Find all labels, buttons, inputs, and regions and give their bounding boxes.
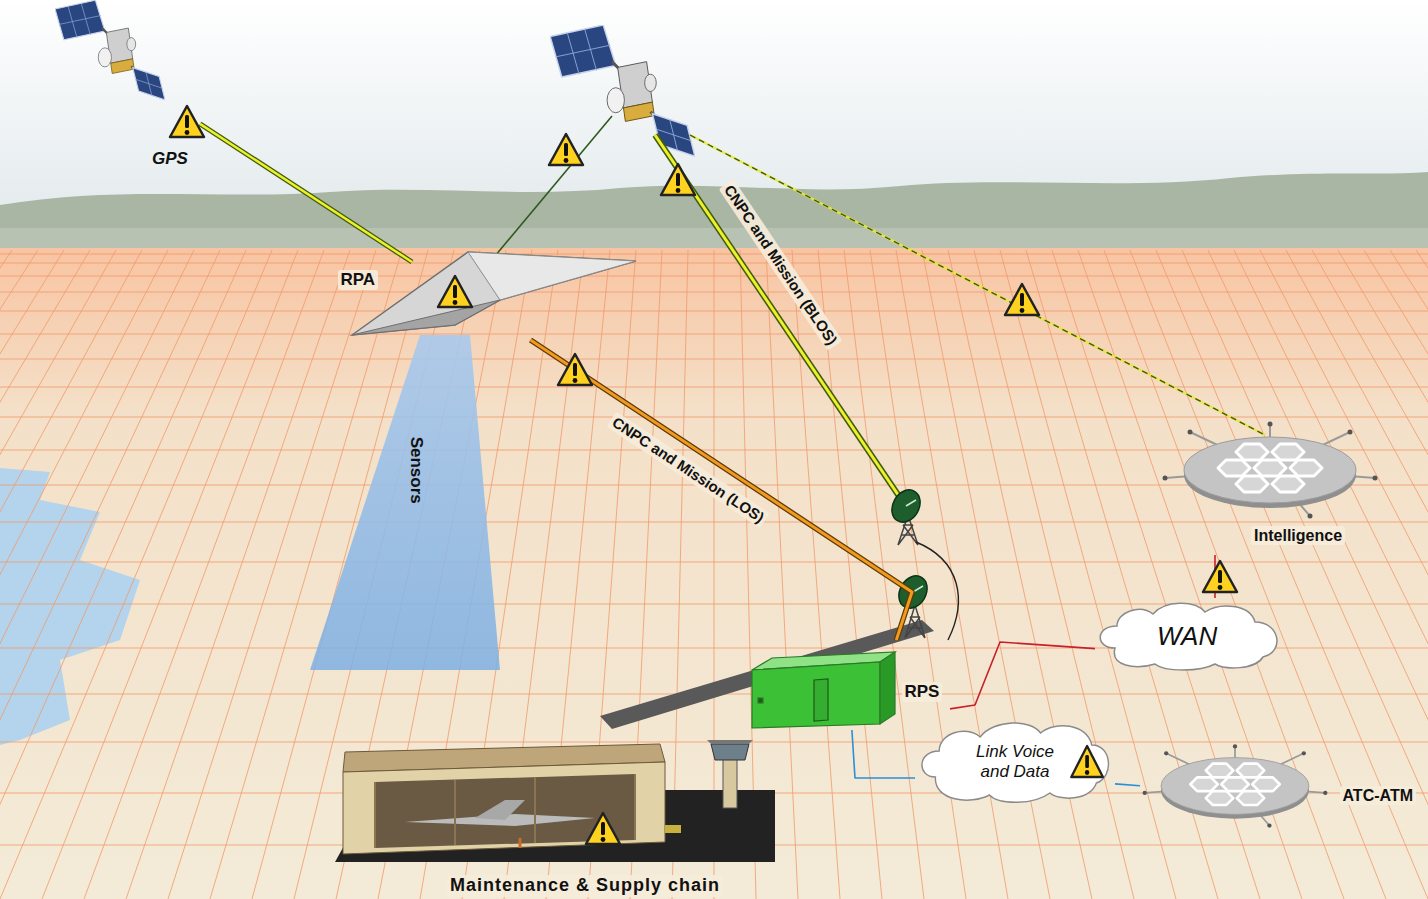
comms-satellite [550, 25, 695, 156]
hangar-area: Maintenance & Supply chain [335, 730, 780, 899]
connector-outline [200, 124, 412, 262]
link-connector [852, 730, 915, 778]
station-label: RPS [902, 682, 943, 702]
hub-label: Intelligence [1251, 526, 1345, 545]
rpa-aircraft: RPA [330, 262, 640, 340]
cloud-label: Link Voice and Data [962, 742, 1068, 783]
warning-icon [549, 134, 583, 165]
warning-icon [1203, 561, 1237, 592]
warning-icon [1005, 284, 1039, 315]
cloud-label: WAN [1154, 621, 1220, 652]
sky [0, 0, 1428, 252]
link-connector [531, 340, 913, 640]
cloud-outline [1100, 603, 1277, 670]
sensor-beam [310, 335, 500, 670]
intelligence-relay-line [690, 135, 1265, 435]
gps-satellite-shape [50, 0, 200, 172]
connector-line [1115, 784, 1140, 786]
hub-label: ATC-ATM [1340, 786, 1417, 805]
link-connector [950, 642, 1095, 709]
warning-icon [170, 106, 204, 137]
network-cloud: Link Voice and Data [915, 715, 1115, 805]
sensor-label: Sensors [405, 434, 425, 507]
link-connector [200, 124, 412, 262]
link-connector [1115, 784, 1140, 786]
hangar-figure [335, 740, 775, 862]
satcom-uplink-line [495, 116, 612, 256]
gps-satellite-figure [55, 0, 165, 100]
sensor-cone-shape [305, 335, 505, 675]
area-label: Maintenance & Supply chain [447, 875, 723, 897]
gps-satellite: GPS [50, 0, 200, 172]
warning-icon [1071, 746, 1103, 777]
connector-line [852, 730, 915, 778]
container-figure [752, 652, 895, 728]
warning-icon [558, 354, 592, 385]
hangar-area-shape [335, 730, 780, 899]
aircraft-label: RPA [338, 270, 379, 290]
cloud-outline [922, 723, 1109, 802]
sensor-cone: Sensors [305, 335, 505, 675]
aircraft-figure [352, 252, 636, 335]
warning-icon [586, 813, 620, 844]
warning-icon [661, 164, 695, 195]
connector-outline [531, 340, 913, 640]
connector-line [950, 642, 1095, 709]
network-cloud: WAN [1095, 598, 1285, 670]
ground-station: RPS [750, 640, 950, 730]
upper-antenna [886, 485, 926, 545]
connector-line [200, 124, 412, 262]
network-hub: Intelligence [1160, 420, 1420, 555]
satellite-label: GPS [149, 149, 191, 169]
warning-icon [438, 276, 472, 307]
network-hub: ATC-ATM [1140, 735, 1420, 855]
connector-line [531, 340, 913, 640]
hub-figure [1163, 422, 1378, 519]
grid-columns [0, 250, 1428, 899]
antenna-cable [916, 542, 958, 640]
runway [600, 620, 934, 729]
mountains [0, 172, 1428, 252]
hub-figure [1143, 744, 1328, 827]
